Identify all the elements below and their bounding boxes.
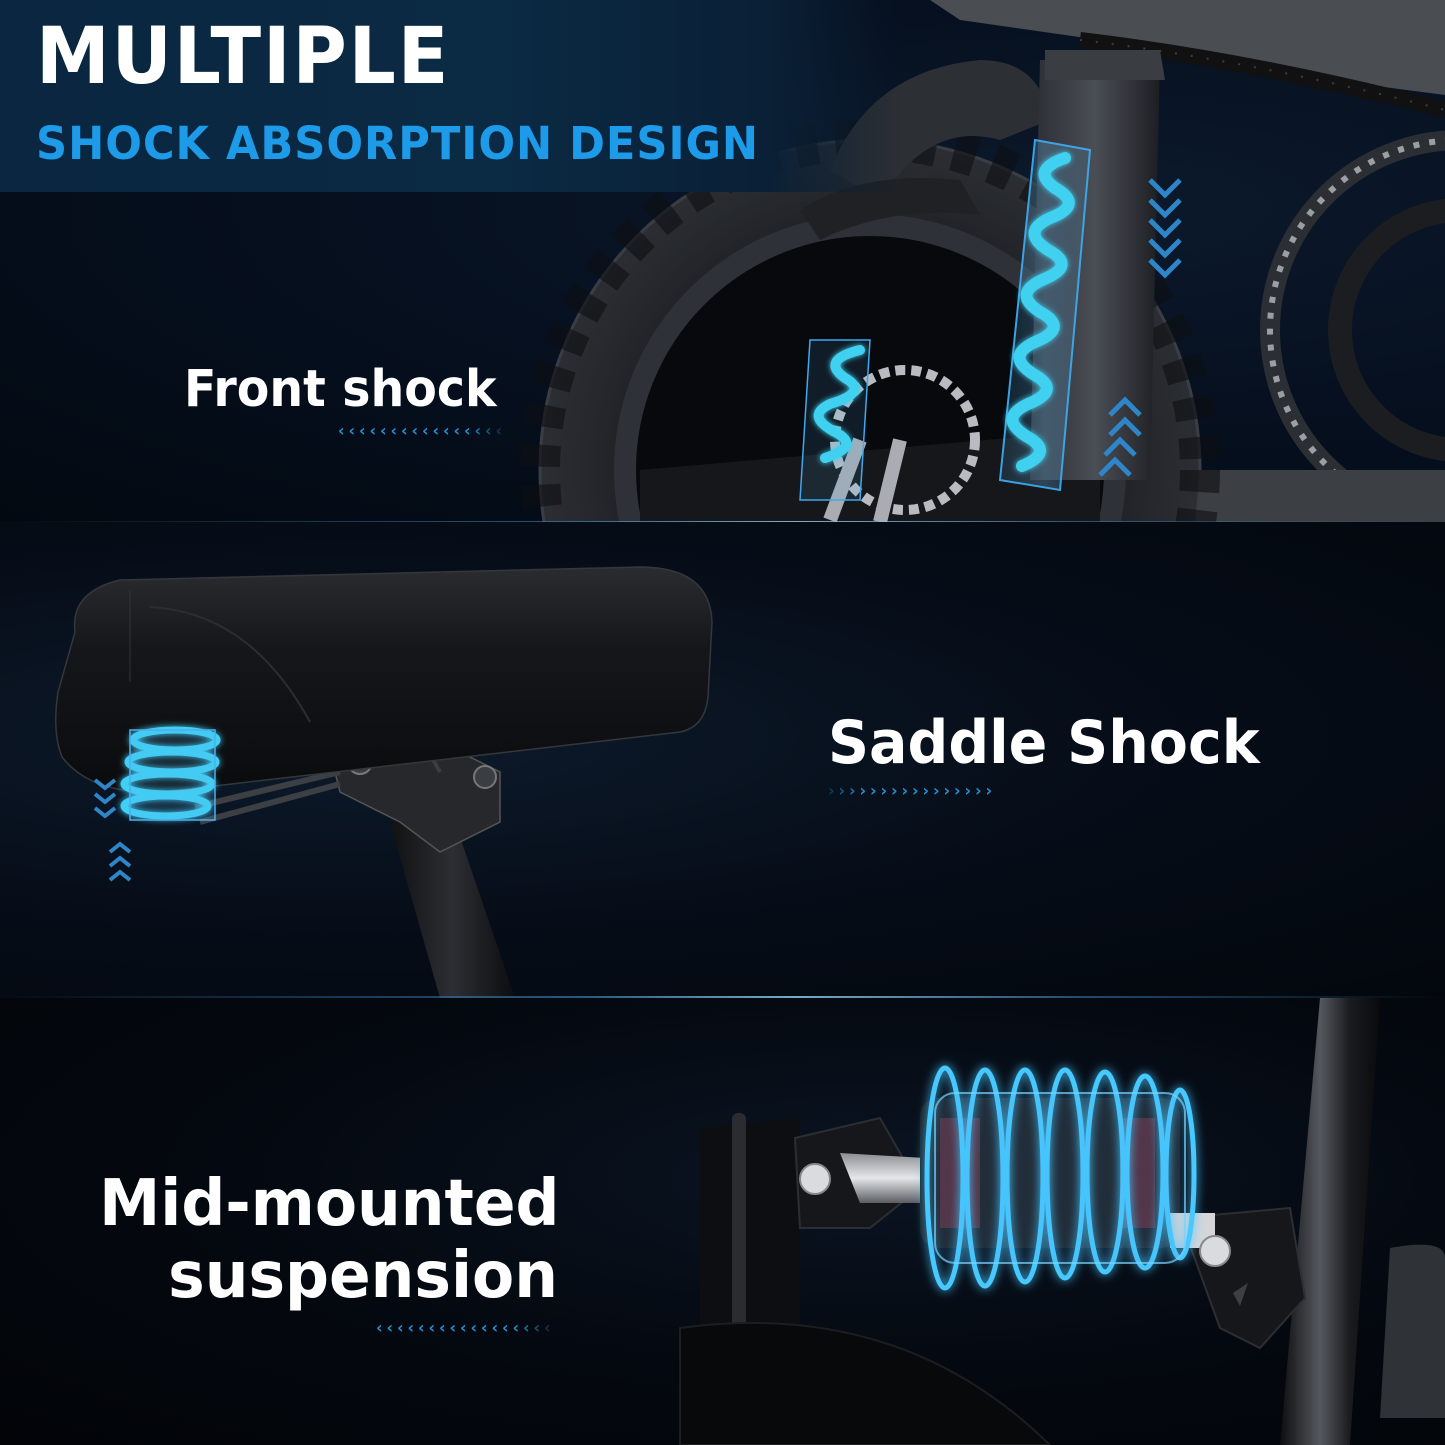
chevron-icon: ‹ <box>417 1318 425 1337</box>
chevron-icon: ‹ <box>438 1318 446 1337</box>
chevron-icon: ‹ <box>407 1318 415 1337</box>
chevron-icon: ‹ <box>491 1318 499 1337</box>
chevron-icon: › <box>943 781 951 800</box>
chevron-icon: › <box>848 781 856 800</box>
chevron-icon: ‹ <box>421 421 429 440</box>
chevron-icon: ‹ <box>480 1318 488 1337</box>
chevron-row-right-icon: ›››››››››››››››› <box>826 781 994 800</box>
chevron-icon: ‹ <box>390 421 398 440</box>
chevron-icon: ‹ <box>337 421 345 440</box>
chevron-icon: ‹ <box>379 421 387 440</box>
chevron-icon: › <box>953 781 961 800</box>
chevron-icon: › <box>932 781 940 800</box>
section-divider <box>0 996 1445 998</box>
feature-label-front-shock: Front shock <box>184 360 497 419</box>
chevron-row-left-icon: ‹‹‹‹‹‹‹‹‹‹‹‹‹‹‹‹ <box>336 421 504 440</box>
mid-suspension-panel: Mid-mounted suspension ‹‹‹‹‹‹‹‹‹‹‹‹‹‹‹‹‹ <box>0 998 1445 1445</box>
chevron-icon: ‹ <box>411 421 419 440</box>
chevron-icon: › <box>869 781 877 800</box>
chevron-icon: ‹ <box>400 421 408 440</box>
chevron-icon: ‹ <box>512 1318 520 1337</box>
chevron-icon: › <box>901 781 909 800</box>
chevron-icon: ‹ <box>484 421 492 440</box>
chevron-icon: ‹ <box>463 421 471 440</box>
chevron-icon: ‹ <box>501 1318 509 1337</box>
chevron-icon: › <box>880 781 888 800</box>
chevron-icon: ‹ <box>375 1318 383 1337</box>
page-subtitle: SHOCK ABSORPTION DESIGN <box>36 117 760 170</box>
chevron-icon: › <box>974 781 982 800</box>
chevron-icon: ‹ <box>533 1318 541 1337</box>
feature-label-line1: Mid-mounted <box>99 1167 560 1241</box>
chevron-icon: › <box>922 781 930 800</box>
mid-suspension-illustration <box>679 998 1445 1445</box>
chevron-icon: › <box>827 781 835 800</box>
chevron-icon: › <box>911 781 919 800</box>
chevron-icon: › <box>985 781 993 800</box>
chevron-icon: ‹ <box>369 421 377 440</box>
front-wheel-illustration <box>520 0 1445 522</box>
chevron-row-left-icon: ‹‹‹‹‹‹‹‹‹‹‹‹‹‹‹‹‹ <box>374 1318 553 1337</box>
saddle-shock-panel: Saddle Shock ›››››››››››››››› <box>0 522 1445 998</box>
header-band <box>0 0 900 192</box>
saddle-illustration <box>55 566 713 998</box>
chevron-icon: ‹ <box>470 1318 478 1337</box>
rebound-up-chevrons <box>1098 396 1142 477</box>
compress-down-chevrons <box>1148 178 1182 279</box>
chevron-icon: › <box>890 781 898 800</box>
chevron-icon: ‹ <box>348 421 356 440</box>
chevron-icon: ‹ <box>449 1318 457 1337</box>
feature-label-line2: suspension <box>168 1239 558 1313</box>
chevron-icon: ‹ <box>442 421 450 440</box>
chevron-icon: › <box>859 781 867 800</box>
chevron-icon: ‹ <box>386 1318 394 1337</box>
chevron-icon: ‹ <box>453 421 461 440</box>
chevron-icon: ‹ <box>474 421 482 440</box>
chevron-icon: ‹ <box>522 1318 530 1337</box>
page-title: MULTIPLE <box>36 12 451 102</box>
front-shock-panel: MULTIPLE SHOCK ABSORPTION DESIGN Front s… <box>0 0 1445 522</box>
chevron-icon: ‹ <box>428 1318 436 1337</box>
chevron-icon: ‹ <box>459 1318 467 1337</box>
chevron-icon: ‹ <box>358 421 366 440</box>
chevron-icon: ‹ <box>432 421 440 440</box>
chevron-icon: › <box>838 781 846 800</box>
chevron-icon: ‹ <box>495 421 503 440</box>
chevron-icon: › <box>964 781 972 800</box>
chevron-icon: ‹ <box>543 1318 551 1337</box>
feature-label-mid-mounted: Mid-mounted suspension <box>99 1167 560 1313</box>
feature-label-saddle-shock: Saddle Shock <box>828 708 1260 778</box>
chevron-icon: ‹ <box>396 1318 404 1337</box>
